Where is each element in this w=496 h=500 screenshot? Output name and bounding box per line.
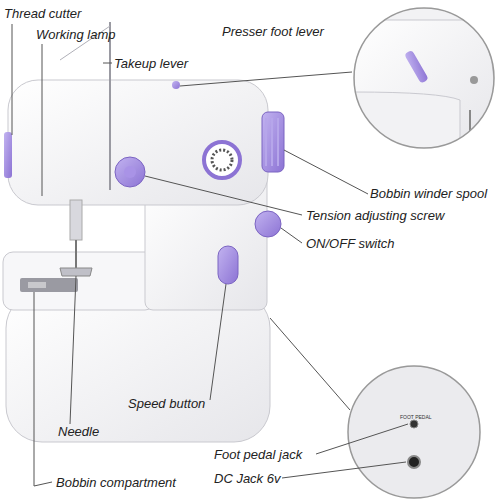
jack-marking: FOOT PEDAL [400,414,432,420]
needle-bar [70,200,82,240]
tension-knob-center [124,166,136,178]
leader-line [316,424,408,454]
part-label: Takeup lever [114,56,188,71]
leader-line [282,462,406,478]
leader-line [284,150,368,194]
thread-guide-rod [109,22,111,190]
leader-line [281,228,302,243]
leader-line [103,63,112,64]
machine-base [6,292,270,442]
feed-dog [28,282,46,288]
leader-line [180,72,352,86]
inset-machine-head [354,20,494,150]
presser-foot [60,268,92,276]
leader-line [34,292,52,486]
hand-wheel [262,112,284,172]
speed-button [218,246,238,284]
part-label: Presser foot lever [222,24,324,39]
leader-lines [12,24,408,486]
part-label: Thread cutter [4,6,81,21]
hand-wheel-ridge [277,118,279,166]
part-label: Bobbin compartment [56,475,176,490]
part-label: Speed button [128,396,205,411]
inset-screw [470,76,478,84]
part-label: Tension adjusting screw [306,208,444,223]
jack-inset [348,366,480,498]
part-label: Working lamp [36,27,115,42]
leader-line [12,24,13,135]
part-label: ON/OFF switch [306,236,395,251]
bobbin-cover-plate [20,278,78,292]
free-arm-bed [3,252,155,310]
takeup-lever [172,81,180,89]
part-label: Bobbin winder spool [370,186,487,201]
presser-foot-inset [354,8,494,150]
leader-line [70,276,76,424]
inset-background [348,366,480,498]
part-label: DC Jack 6v [214,471,280,486]
stitch-dial [204,142,240,178]
on-off-switch [255,211,281,237]
part-label: Needle [58,424,99,439]
inset-border [348,366,480,498]
presser-foot-lever [404,50,429,84]
stitch-dial-grip [212,150,232,170]
tension-knob [115,157,145,187]
hand-wheel-ridge [271,118,273,166]
leader-line [145,176,302,215]
thread-cutter-part [4,132,12,178]
dc-socket [408,456,420,468]
leader-line [270,318,350,410]
foot-pedal-socket [410,420,418,428]
leader-line [42,44,43,196]
leader-line [210,284,226,400]
inset-border [354,8,494,148]
machine-arm [8,80,268,205]
part-label: Foot pedal jack [214,447,302,462]
hand-wheel-ridge [265,118,267,166]
needle-shape [75,240,77,272]
